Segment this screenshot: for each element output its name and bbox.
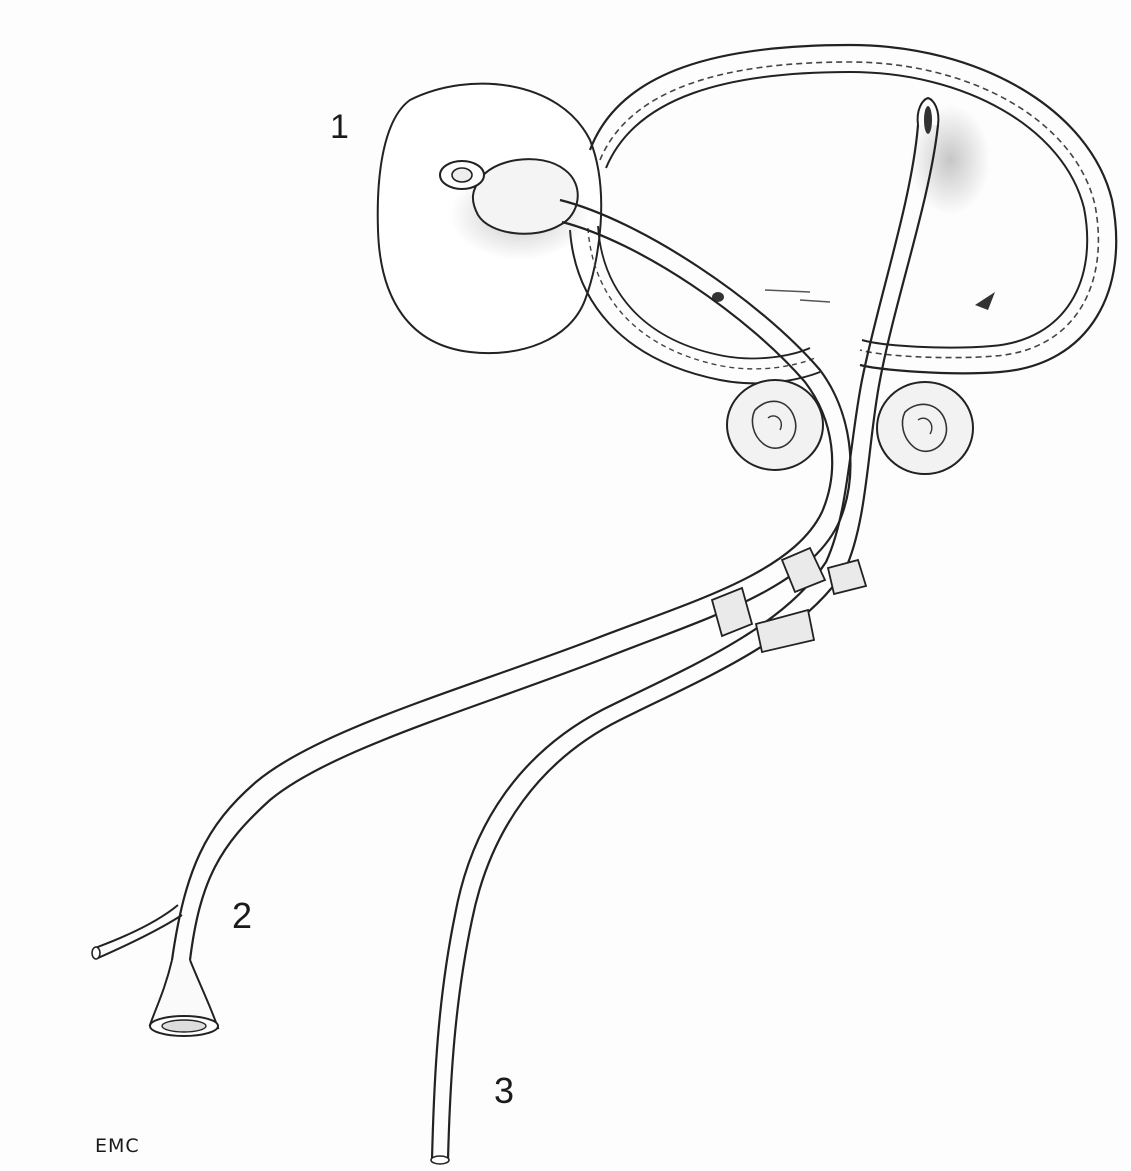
diverticulum-loop	[570, 45, 1116, 383]
left-vesicle	[727, 380, 823, 470]
label-3: 3	[494, 1070, 514, 1112]
marker-arrow	[975, 292, 995, 310]
tube-ties	[712, 548, 866, 652]
label-1: 1	[330, 108, 349, 147]
right-vesicle	[877, 382, 973, 474]
label-2: 2	[232, 895, 252, 937]
credit-text: EMC	[95, 1135, 140, 1157]
